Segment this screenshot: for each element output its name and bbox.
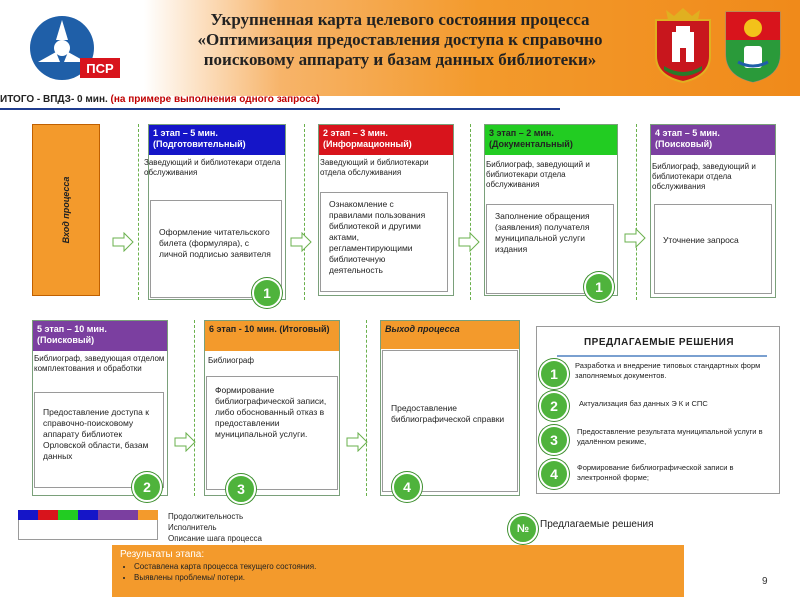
solution-badge: 3 xyxy=(226,474,256,504)
subtitle-underline xyxy=(0,108,560,110)
stage-6-executor: Библиограф xyxy=(208,356,254,365)
legend-swatch xyxy=(18,510,38,520)
page-number: 9 xyxy=(762,576,768,587)
legend-swatch xyxy=(98,510,138,520)
stage-5-header: 5 этап – 10 мин. (Поисковый) xyxy=(33,321,167,351)
stage-2-header: 2 этап – 3 мин. (Информационный) xyxy=(319,125,453,155)
rosatom-logo: ПСР xyxy=(30,16,120,80)
process-exit-description: Предоставление библиографической справки xyxy=(382,350,518,492)
flow-arrow-icon xyxy=(458,232,480,252)
title-line-1: Укрупненная карта целевого состояния про… xyxy=(210,10,590,29)
solution-item: Предоставление результата муниципальной … xyxy=(577,427,763,446)
subtitle-total: ИТОГО - ВПДЗ- 0 мин. xyxy=(0,94,108,105)
flow-arrow-icon xyxy=(112,232,134,252)
stage-1-header: 1 этап – 5 мин. (Подготовительный) xyxy=(149,125,285,155)
stage-2-description: Ознакомление с правилами пользования биб… xyxy=(320,192,448,292)
stage-1-description: Оформление читательского билета (формуля… xyxy=(150,200,282,298)
results-title: Результаты этапа: xyxy=(120,549,205,560)
stage-5-executor: Библиограф, заведующая отделом комплекто… xyxy=(34,354,165,373)
legend-description: Описание шага процесса xyxy=(168,534,262,543)
stage-1-executor: Заведующий и библиотекари отдела обслужи… xyxy=(144,158,281,177)
solution-number: 4 xyxy=(539,459,569,489)
stage-4-header: 4 этап – 5 мин. (Поисковый) xyxy=(651,125,775,155)
separator xyxy=(138,124,139,300)
results-item: Составлена карта процесса текущего состо… xyxy=(134,561,676,572)
legend-swatch xyxy=(58,510,78,520)
solution-number: 3 xyxy=(539,425,569,455)
flow-arrow-icon xyxy=(624,228,646,248)
district-coat-of-arms xyxy=(725,11,781,83)
stage-2-executor: Заведующий и библиотекари отдела обслужи… xyxy=(320,158,429,177)
oryol-coat-of-arms xyxy=(655,8,711,84)
results-list: Составлена карта процесса текущего состо… xyxy=(120,561,676,583)
legend-swatch xyxy=(38,510,58,520)
separator xyxy=(304,124,305,300)
flow-arrow-icon xyxy=(346,432,368,452)
solution-badge: 2 xyxy=(132,472,162,502)
title-underline xyxy=(557,355,767,357)
subtitle: ИТОГО - ВПДЗ- 0 мин. (на примере выполне… xyxy=(0,94,320,105)
legend-color-bar xyxy=(18,510,158,520)
legend-badge-label: Предлагаемые решения xyxy=(540,519,654,530)
solution-item: Формирование библиографической записи в … xyxy=(577,463,734,482)
stage-3-header: 3 этап – 2 мин. (Документальный) xyxy=(485,125,617,155)
title-line-2: «Оптимизация предоставления доступа к сп… xyxy=(197,30,603,49)
solution-badge: 1 xyxy=(252,278,282,308)
process-exit-header: Выход процесса xyxy=(381,321,519,349)
solution-badge: 1 xyxy=(584,272,614,302)
legend-swatch xyxy=(138,510,158,520)
results-item: Выявлены проблемы/ потери. xyxy=(134,572,676,583)
stage-6-header: 6 этап - 10 мин. (Итоговый) xyxy=(205,321,339,351)
solution-number: 1 xyxy=(539,359,569,389)
separator xyxy=(194,320,195,496)
process-entry-label: Вход процесса xyxy=(61,176,71,244)
stage-6-description: Формирование библиографической записи, л… xyxy=(206,376,338,490)
solution-item: Актуализация баз данных Э К и СПС xyxy=(579,399,708,408)
legend-executor: Исполнитель xyxy=(168,523,217,532)
solution-number: 2 xyxy=(539,391,569,421)
separator xyxy=(636,124,637,300)
flow-arrow-icon xyxy=(290,232,312,252)
proposed-solutions-title: ПРЕДЛАГАЕМЫЕ РЕШЕНИЯ xyxy=(583,337,735,348)
title-line-3: поисковому аппарату и базам данных библи… xyxy=(203,50,597,69)
solution-badge: 4 xyxy=(392,472,422,502)
stage-4-executor: Библиограф, заведующий и библиотекари от… xyxy=(652,162,756,191)
svg-text:ПСР: ПСР xyxy=(86,61,114,76)
legend-duration: Продолжительность xyxy=(168,512,244,521)
flow-arrow-icon xyxy=(174,432,196,452)
page-title: Укрупненная карта целевого состояния про… xyxy=(140,10,660,70)
proposed-solutions-panel: ПРЕДЛАГАЕМЫЕ РЕШЕНИЯ 1 Разработка и внед… xyxy=(536,326,780,494)
stage-4-description: Уточнение запроса xyxy=(654,204,772,294)
separator xyxy=(470,124,471,300)
process-entry: Вход процесса xyxy=(32,124,100,296)
separator xyxy=(366,320,367,496)
legend-badge: № xyxy=(508,514,538,544)
stage-results: Результаты этапа: Составлена карта проце… xyxy=(112,545,684,597)
solution-item: Разработка и внедрение типовых стандартн… xyxy=(575,361,761,380)
subtitle-note: (на примере выполнения одного запроса) xyxy=(110,94,320,105)
stage-3-executor: Библиограф, заведующий и библиотекари от… xyxy=(486,160,590,189)
legend-swatch xyxy=(78,510,98,520)
